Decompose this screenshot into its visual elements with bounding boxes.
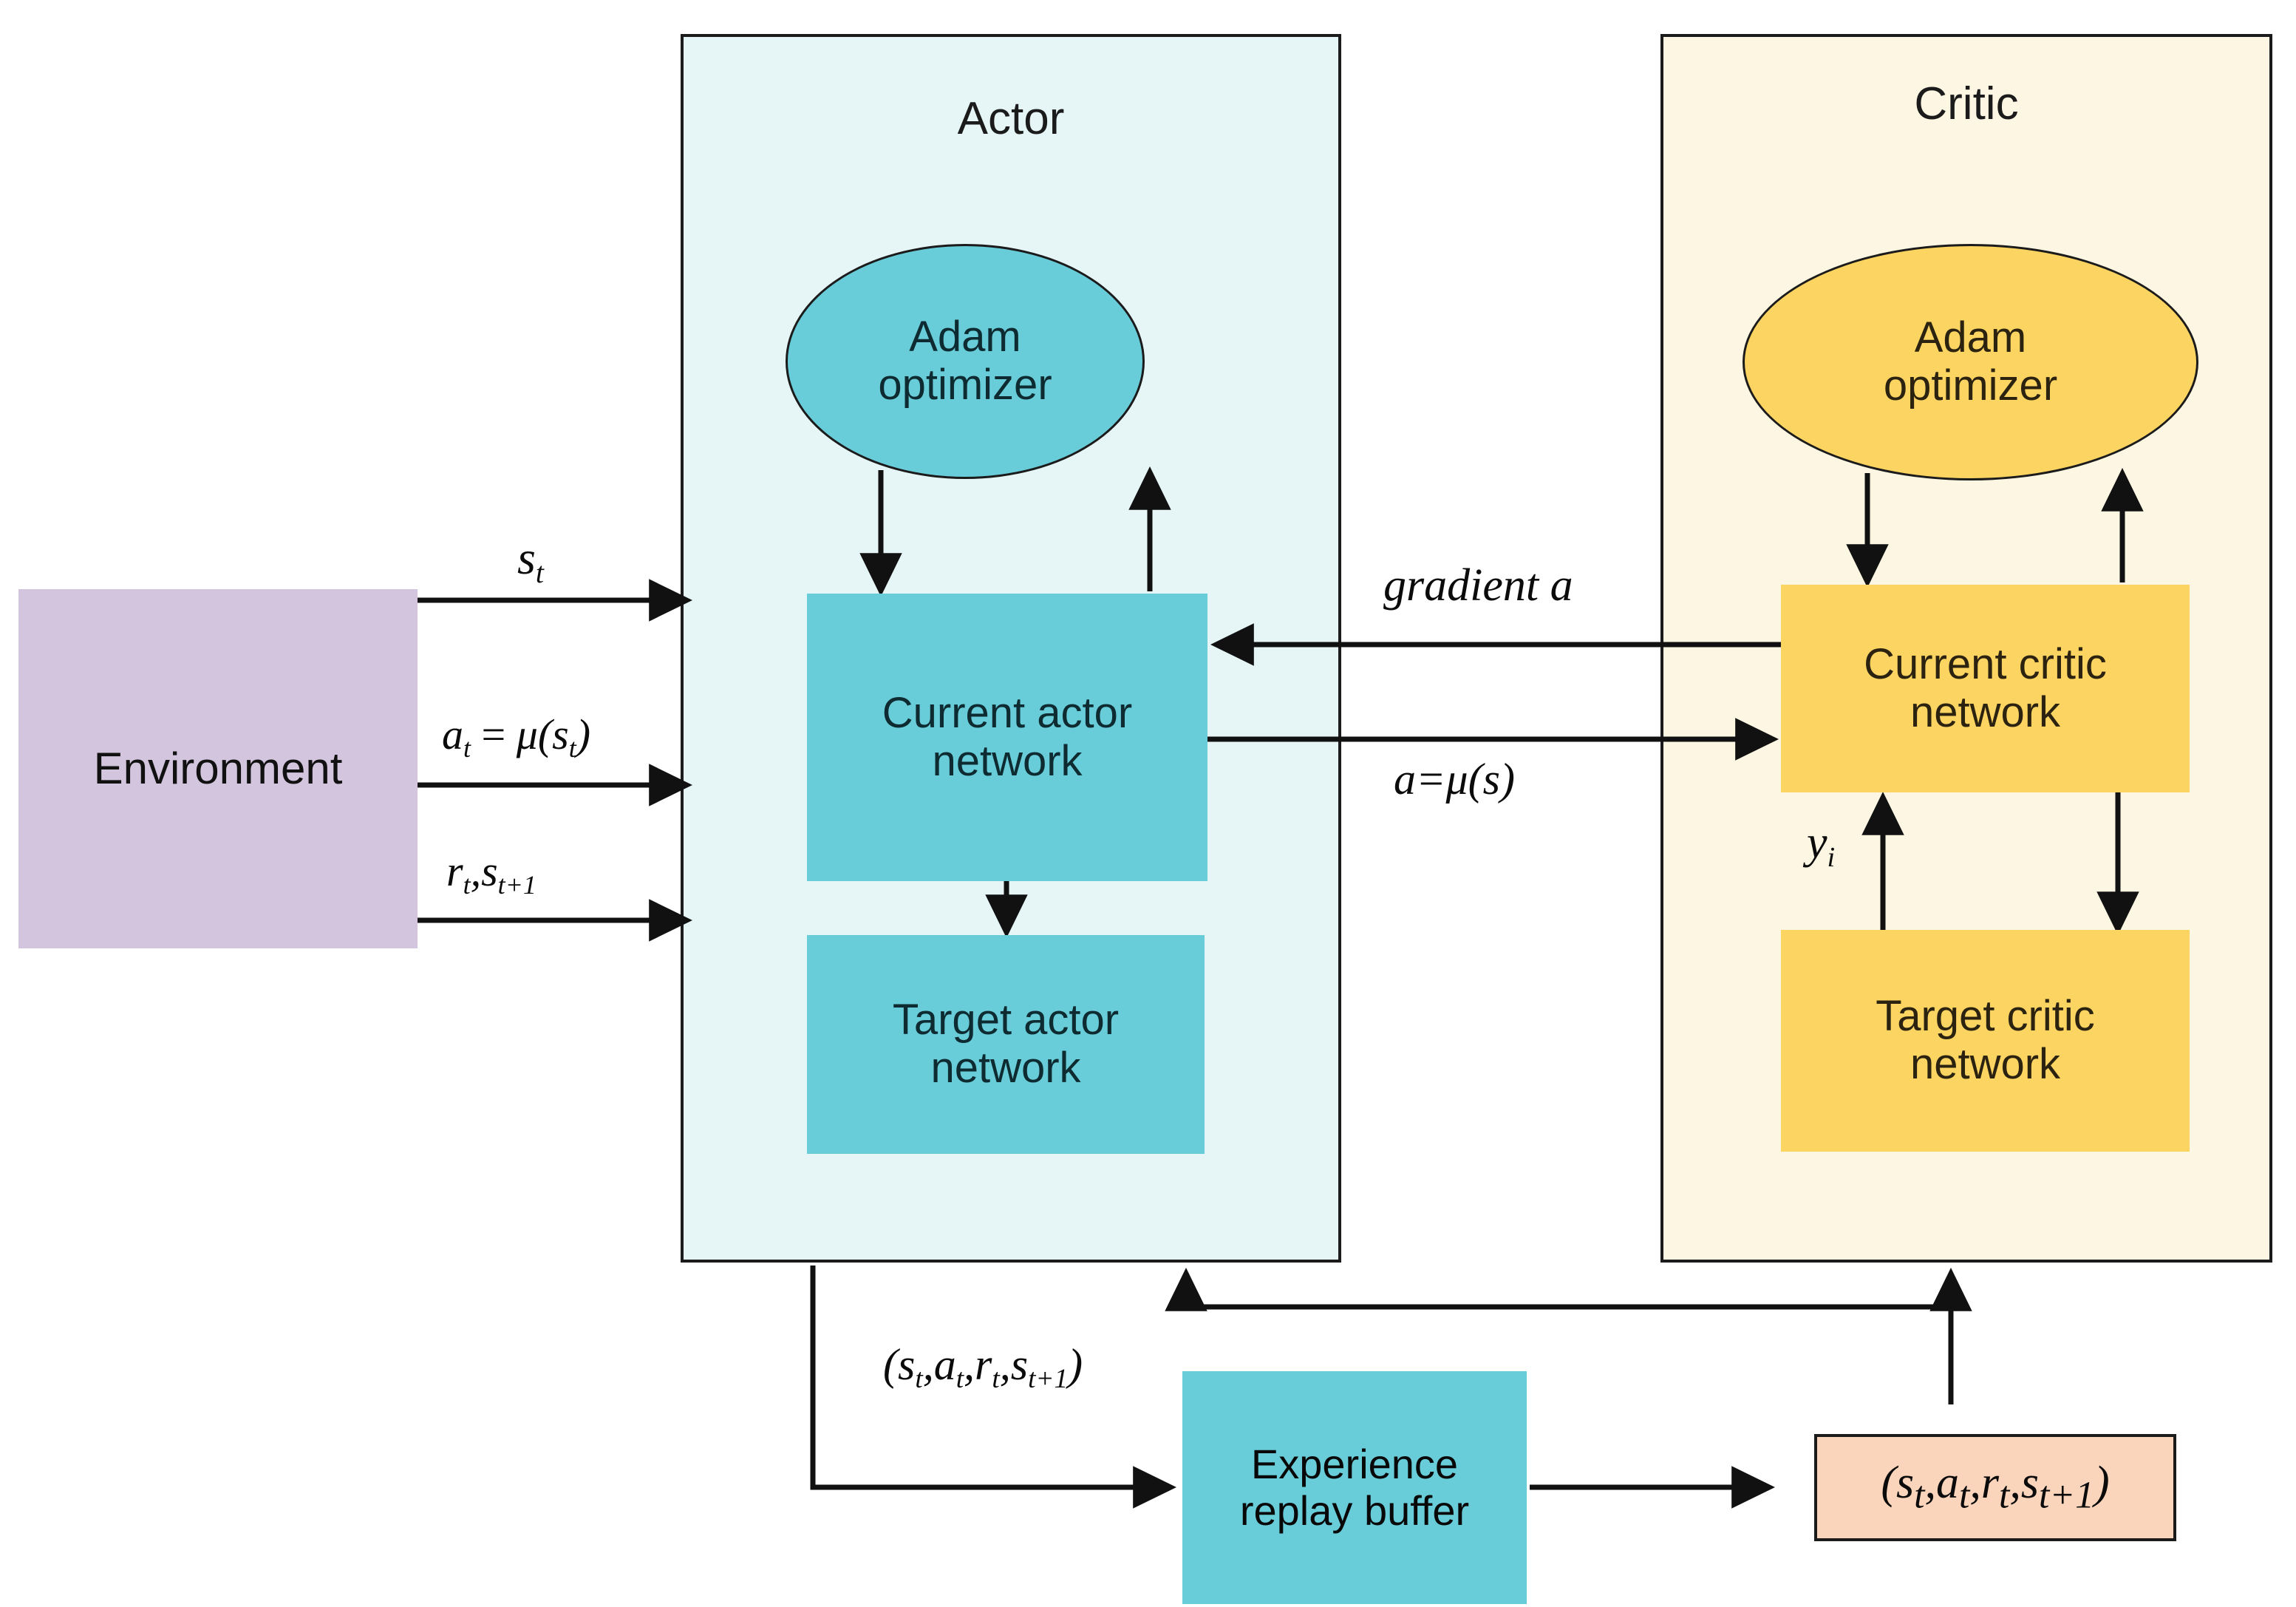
current-critic-network-label: Current critic network — [1864, 639, 2107, 736]
target-critic-network-node[interactable]: Target critic network — [1781, 930, 2190, 1152]
current-critic-network-node[interactable]: Current critic network — [1781, 585, 2190, 792]
current-actor-network-label: Current actor network — [882, 688, 1133, 785]
actor-adam-optimizer-node[interactable]: Adam optimizer — [786, 244, 1145, 479]
experience-replay-buffer-node[interactable]: Experience replay buffer — [1182, 1371, 1527, 1604]
critic-adam-optimizer-label: Adam optimizer — [1883, 313, 2058, 410]
critic-panel-title: Critic — [1914, 78, 2019, 129]
transition-tuple-edge-label: (st,at,rt,st+1) — [883, 1340, 1083, 1395]
critic-adam-optimizer-node[interactable]: Adam optimizer — [1743, 244, 2198, 480]
state-edge-label: st — [517, 531, 544, 589]
target-value-edge-label: yi — [1807, 818, 1836, 873]
sampled-transition-label: (st,at,rt,st+1) — [1881, 1458, 2110, 1517]
policy-output-edge-label: a=μ(s) — [1394, 755, 1515, 804]
actor-adam-optimizer-label: Adam optimizer — [878, 313, 1052, 409]
gradient-edge-label: gradient a — [1383, 560, 1573, 611]
target-actor-network-node[interactable]: Target actor network — [807, 935, 1205, 1154]
target-critic-network-label: Target critic network — [1876, 992, 2095, 1088]
environment-node[interactable]: Environment — [18, 589, 418, 948]
reward-next-state-edge-label: rt,st+1 — [446, 847, 536, 900]
sampled-transition-box[interactable]: (st,at,rt,st+1) — [1814, 1434, 2176, 1541]
target-actor-network-label: Target actor network — [892, 996, 1120, 1092]
experience-replay-buffer-label: Experience replay buffer — [1239, 1440, 1470, 1534]
actor-panel-title: Actor — [957, 93, 1065, 144]
current-actor-network-node[interactable]: Current actor network — [807, 594, 1207, 881]
action-edge-label: at = μ(st) — [442, 710, 591, 763]
